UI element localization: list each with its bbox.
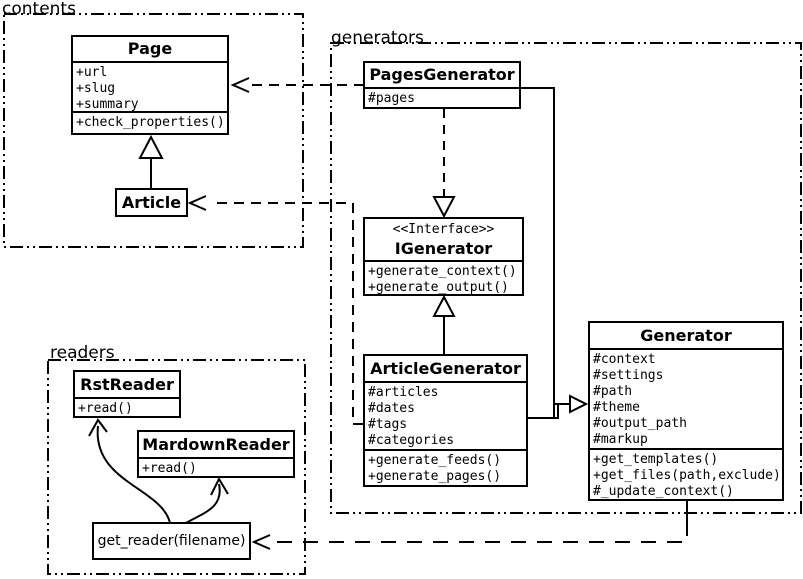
class-name-pagesgenerator: PagesGenerator	[369, 65, 515, 84]
edge-getreader-to-mardownreader	[185, 476, 229, 524]
package-readers-border	[47, 359, 306, 575]
attributes-compartment: +url +slug +summary	[73, 61, 227, 111]
class-name-generator: Generator	[640, 326, 732, 345]
attribute: +slug	[76, 81, 116, 96]
interface-header: <<Interface>> IGenerator	[365, 219, 522, 260]
class-name-rstreader: RstReader	[80, 375, 174, 394]
package-generators-border	[330, 42, 802, 514]
class-box-pagesgenerator: PagesGenerator #pages	[363, 61, 521, 109]
attribute: #context	[593, 352, 656, 367]
edge-article-inherits-page	[138, 134, 164, 189]
edge-articlegenerator-depends-article	[187, 195, 363, 425]
edge-generators-inherit-generator	[520, 87, 589, 419]
class-box-mardownreader: MardownReader +read()	[137, 430, 295, 478]
methods-compartment: +get_templates() +get_files(path,exclude…	[590, 448, 782, 499]
method: +get_files(path,exclude)	[593, 468, 781, 483]
edge-generator-depends-getreader	[251, 501, 688, 550]
class-box-igenerator: <<Interface>> IGenerator +generate_conte…	[363, 217, 524, 296]
method: #_update_context()	[593, 484, 734, 499]
class-name-mardownreader: MardownReader	[142, 435, 290, 454]
stereotype-label: <<Interface>>	[392, 222, 495, 237]
edge-getreader-to-rstreader	[88, 418, 171, 524]
attribute: #theme	[593, 400, 640, 415]
method: +generate_output()	[368, 280, 509, 294]
methods-compartment: +generate_context() +generate_output()	[365, 260, 522, 294]
package-label-contents: contents	[2, 0, 76, 19]
methods-compartment: +read()	[139, 457, 293, 476]
method: +read()	[78, 401, 133, 416]
package-label-readers: readers	[50, 343, 115, 363]
class-name-articlegenerator: ArticleGenerator	[370, 359, 521, 378]
methods-compartment: +generate_feeds() +generate_pages()	[365, 449, 526, 485]
class-name-page: Page	[127, 39, 173, 58]
class-box-articlegenerator: ArticleGenerator #articles #dates #tags …	[363, 354, 528, 487]
attribute: #categories	[368, 433, 455, 448]
method: +generate_pages()	[368, 469, 502, 484]
edge-pagesgenerator-depends-page	[230, 77, 363, 93]
attribute: #pages	[368, 91, 415, 106]
function-label: get_reader(filename)	[97, 533, 246, 549]
package-contents-border	[3, 13, 304, 248]
class-name-igenerator: IGenerator	[394, 239, 493, 258]
attribute: #settings	[593, 368, 664, 383]
attribute: #tags	[368, 417, 408, 432]
attribute: #output_path	[593, 416, 687, 431]
method: +get_templates()	[593, 452, 719, 467]
attribute: #articles	[368, 385, 439, 400]
method: +generate_context()	[368, 264, 517, 279]
method: +read()	[142, 461, 197, 476]
attribute: +url	[76, 65, 108, 80]
edge-pagesgenerator-realizes-igenerator	[432, 109, 456, 219]
methods-compartment: +read()	[75, 397, 179, 416]
attribute: +summary	[76, 97, 139, 111]
edge-articlegenerator-inherits-igenerator	[432, 294, 456, 355]
method: +check_properties()	[76, 115, 225, 130]
class-box-article: Article	[115, 188, 188, 217]
function-box-get-reader: get_reader(filename)	[92, 522, 251, 560]
methods-compartment: +check_properties()	[73, 111, 227, 133]
package-label-generators: generators	[331, 28, 424, 48]
attribute: #dates	[368, 401, 415, 416]
class-name-article: Article	[121, 193, 182, 212]
attributes-compartment: #articles #dates #tags #categories	[365, 381, 526, 449]
attributes-compartment: #context #settings #path #theme #output_…	[590, 348, 782, 448]
attributes-compartment: #pages	[365, 87, 519, 107]
method: +generate_feeds()	[368, 453, 502, 468]
class-box-rstreader: RstReader +read()	[73, 370, 181, 418]
class-box-page: Page +url +slug +summary +check_properti…	[71, 35, 229, 135]
class-box-generator: Generator #context #settings #path #them…	[588, 321, 784, 501]
attribute: #markup	[593, 432, 648, 447]
attribute: #path	[593, 384, 633, 399]
